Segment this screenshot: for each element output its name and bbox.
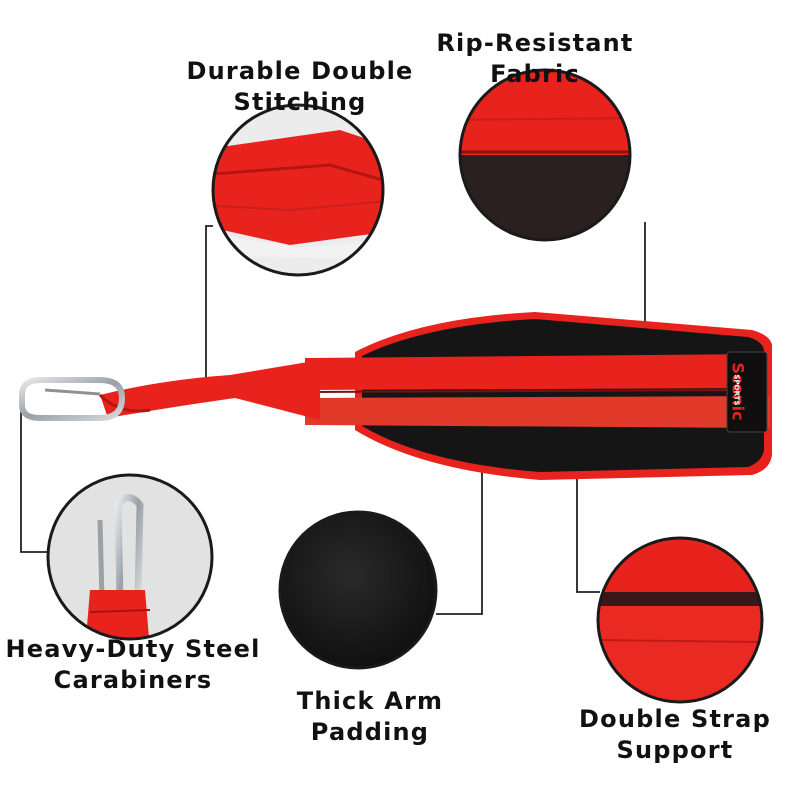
feature-label-line: Carabiners (53, 666, 213, 694)
tail-strap (100, 360, 320, 420)
dip-belt (98, 312, 772, 480)
carabiner-closeup (46, 473, 214, 641)
callout-line-padding (436, 460, 483, 615)
feature-label-line: Double Strap (579, 705, 771, 733)
lower-strap (305, 396, 770, 428)
feature-label-line: Padding (310, 718, 430, 746)
padding-closeup (278, 510, 438, 670)
callout-line-carabiners (20, 400, 50, 553)
support-closeup (596, 536, 764, 704)
upper-strap (305, 354, 770, 390)
feature-label-stitching: Durable Double Stitching (170, 56, 430, 118)
feature-label-line: Rip-Resistant (436, 29, 634, 57)
feature-label-padding: Thick Arm Padding (270, 686, 470, 748)
feature-label-line: Thick Arm (296, 687, 444, 715)
feature-label-line: Durable Double (186, 57, 414, 85)
fabric-closeup (458, 68, 632, 242)
carabiner (19, 377, 126, 421)
feature-label-fabric: Rip-Resistant Fabric (420, 28, 650, 90)
stitching-closeup (211, 103, 385, 277)
feature-label-line: Stitching (233, 88, 367, 116)
feature-label-line: Heavy-Duty Steel (5, 635, 261, 663)
logo-patch (726, 351, 768, 433)
feature-label-carabiners: Heavy-Duty Steel Carabiners (0, 634, 266, 696)
feature-label-line: Support (616, 736, 734, 764)
feature-label-support: Double Strap Support (560, 704, 790, 766)
brand-logo: Scenic SPORTS (727, 352, 767, 432)
feature-label-line: Fabric (490, 60, 580, 88)
callout-line-stitching (205, 225, 213, 390)
logo-sub-text: SPORTS (732, 374, 741, 406)
belt-pad (362, 319, 764, 472)
